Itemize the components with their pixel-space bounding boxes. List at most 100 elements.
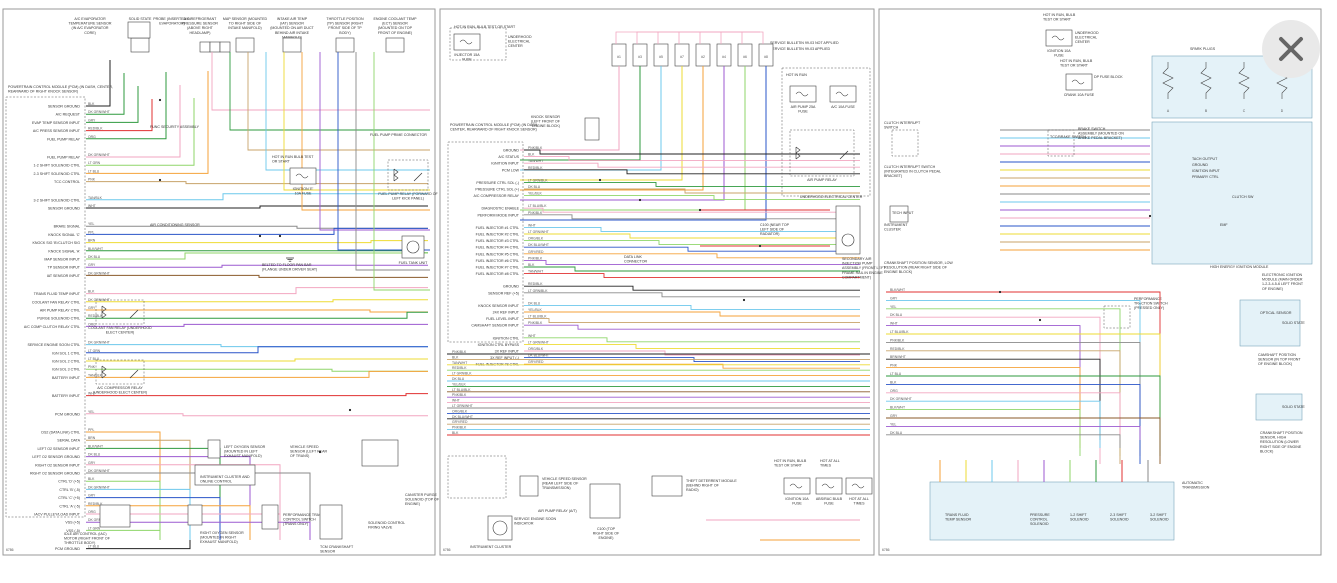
- text-line: (MOUNTED ON AIR DUCT: [270, 26, 314, 30]
- text-line: RIGHT OXYGEN SENSOR: [200, 531, 244, 535]
- wire-code: GRY: [88, 306, 96, 310]
- text-line: BLOCK): [1260, 449, 1273, 453]
- text-line: ENGINE COOLANT TEMP: [373, 17, 417, 21]
- text-line: CRANK 10A FUSE: [1064, 93, 1095, 97]
- text-line: (IN A/C EVAPORATOR: [72, 26, 109, 30]
- text-line: ELECTRICAL: [508, 40, 530, 44]
- pcm-pin-label: CTRL 'D' (+5): [58, 480, 80, 484]
- brake-switch: [1047, 129, 1075, 157]
- text-line: INTAKE MANIFOLD): [228, 26, 261, 30]
- clutch-switch: [891, 129, 919, 157]
- text-line: FRONT OF ENGINE): [378, 31, 412, 35]
- wire-code: DK GRN/WHT: [88, 469, 110, 473]
- wire-code: PNK/BLK: [528, 211, 543, 215]
- pcm-title: POWERTRAIN CONTROL MODULE (PCM) (IN DASH…: [8, 85, 113, 94]
- wire-code: GRY/RED: [528, 250, 544, 254]
- text-line: HOT IN RUN, BULB: [774, 459, 807, 463]
- wire: [520, 66, 620, 151]
- text-line: POWERTRAIN CONTROL MODULE (PCM) (IN DASH…: [450, 123, 538, 127]
- text-line: CANISTER PURGE: [405, 493, 438, 497]
- pcm-pin-label: 1-2 SHIFT SOLENOID CTRL: [34, 164, 80, 168]
- wire-code: DK BLU/WHT: [452, 415, 473, 419]
- text-line: FUSE: [1054, 54, 1064, 58]
- wire-code: DK GRN/WHT: [88, 153, 110, 157]
- text-line: (MOUNTED ON TOP: [378, 26, 413, 30]
- wire: [524, 285, 860, 291]
- fuse-icon: [295, 173, 309, 179]
- top-component-label: SOLID STATE: [129, 17, 152, 21]
- pcm-pin-label: IGN SOL 1 CTRL: [52, 351, 80, 355]
- text-line: FUEL TANK UNIT: [399, 261, 428, 265]
- fuse-outline: [449, 27, 507, 61]
- wire: [524, 318, 860, 324]
- solid-state-label: SOLID STATE: [1282, 405, 1305, 409]
- text-line: BRAKE PEDAL BRACKET): [1078, 136, 1122, 140]
- text-line: RADIO): [686, 488, 699, 492]
- text-line: TRACTION SWITCH: [1134, 302, 1168, 306]
- wire-code: BLK/WHT: [890, 288, 905, 292]
- text-line: HOT IN RUN, BULB: [1043, 13, 1076, 17]
- text-line: ABS/RAC BULB: [816, 497, 843, 501]
- pcm-pin-label: LEFT O2 SENSOR GROUND: [32, 455, 80, 459]
- sensor-box: [335, 37, 355, 53]
- pcm-pin-label: PCM GROUND: [55, 547, 80, 551]
- o2-sensor-left: [207, 439, 221, 459]
- text-line: (FLANGE UNDER DRIVER SEAT): [262, 268, 317, 272]
- pcm-pin-label: LEFT O2 SENSOR INPUT: [38, 447, 81, 451]
- spark-plugs-label: SPARK PLUGS: [1190, 47, 1216, 51]
- pcm-pin-label: PERFORM MODE INPUT: [477, 213, 519, 217]
- text-line: LEFT OXYGEN SENSOR: [224, 445, 266, 449]
- fuse-box: [829, 85, 857, 103]
- wire: [86, 346, 428, 354]
- page-number: 6786: [6, 548, 14, 552]
- wire-code: LT BLU: [88, 357, 100, 361]
- pcm-pin-label: EVAP TEMP SENSOR INPUT: [32, 121, 81, 125]
- pcm-pin-label: FUEL INJECTOR #1 CTRL: [476, 226, 519, 230]
- text-line: DATA LINK: [624, 255, 642, 259]
- wire-code: PNK/BLK: [452, 426, 467, 430]
- text-line: FUSE: [824, 502, 834, 506]
- fuse-box: [1045, 29, 1073, 47]
- coil-icon: [1162, 62, 1174, 99]
- pcm-pin-label: SERIAL DATA: [57, 439, 80, 443]
- wire: [373, 52, 430, 291]
- wire-code: YEL/BLK: [528, 192, 542, 196]
- wire-code: DK GRN/WHT: [88, 110, 110, 114]
- text-line: MOTOR (RIGHT FRONT OF: [64, 537, 111, 541]
- text-line: EVAPORATOR): [159, 22, 185, 26]
- wire: [86, 86, 139, 123]
- wire-code: ORG: [88, 322, 96, 326]
- close-button[interactable]: [1262, 20, 1320, 78]
- pcm-pin-label: FUEL INJECTOR #7 CTRL: [476, 266, 519, 270]
- wire-code: LT BLU/BLK: [890, 330, 909, 334]
- fuse-block-label: DP FUSE BLOCK: [1094, 75, 1123, 79]
- text-line: CENTER: [508, 44, 523, 48]
- wire: [524, 233, 860, 239]
- text-line: INDICATOR: [514, 522, 534, 526]
- text-line: INJECTOR 15A: [454, 53, 480, 57]
- wire-code: BLK/WHT: [88, 444, 103, 448]
- wire-code: DK GRN/WHT: [88, 518, 110, 522]
- pcm-pin-label: A/C STATUS: [498, 155, 519, 159]
- wire: [86, 98, 195, 166]
- sensor-box: [282, 37, 302, 53]
- wire: [886, 417, 1161, 464]
- text-line: FUEL PUMP RELAY (FORWARD OF: [378, 192, 438, 196]
- text-line: (UNDERHOOD ELECT CENTER): [93, 391, 147, 395]
- pcm-pin-label: PCM LOW: [502, 168, 520, 172]
- pcm-pin-label: SENSOR REF (+5): [488, 291, 519, 295]
- text-line: ENGINE BLOCK): [532, 124, 560, 128]
- relay-coil-icon: [393, 168, 399, 182]
